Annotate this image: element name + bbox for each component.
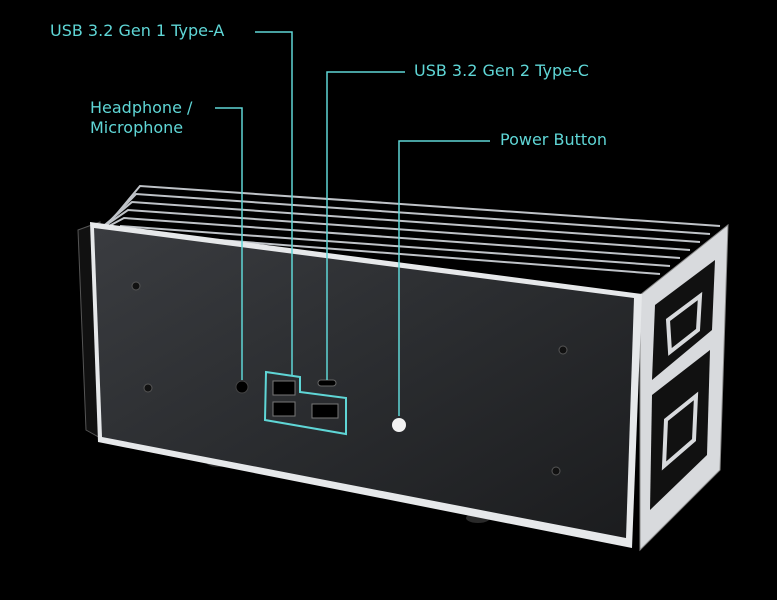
leader-lines bbox=[215, 31, 490, 416]
screws bbox=[131, 281, 568, 476]
audio-jack bbox=[235, 380, 249, 394]
label-audio-line1: Headphone / bbox=[90, 98, 193, 117]
heatsink-fins bbox=[91, 184, 721, 275]
usb-a-ports-highlight bbox=[263, 370, 347, 436]
label-usb-type-c: USB 3.2 Gen 2 Type-C bbox=[414, 61, 589, 80]
usb-c-port bbox=[317, 379, 337, 387]
power-button bbox=[392, 418, 406, 432]
label-power-button: Power Button bbox=[500, 130, 608, 149]
side-plate-pattern bbox=[650, 260, 715, 510]
usb-a-ports bbox=[272, 380, 339, 419]
label-usb-type-a: USB 3.2 Gen 1 Type-A bbox=[50, 21, 225, 40]
label-audio-line2: Microphone bbox=[90, 118, 184, 137]
front-panel bbox=[94, 228, 634, 538]
